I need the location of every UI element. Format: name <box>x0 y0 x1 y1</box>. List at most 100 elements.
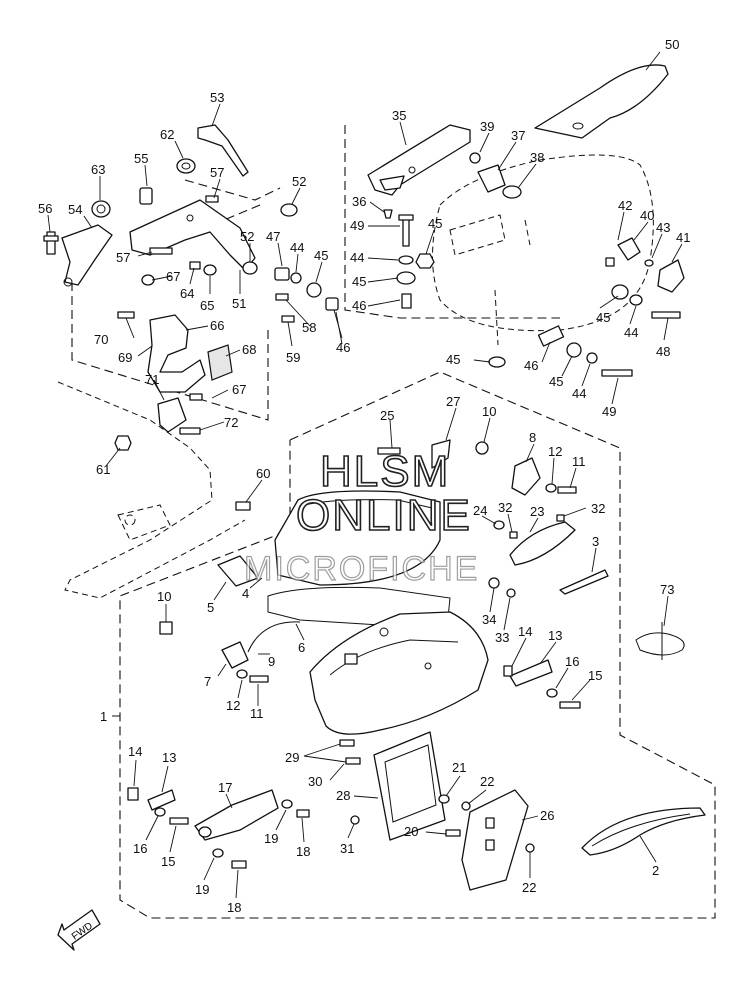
callout-71: 71 <box>145 372 159 387</box>
callout-12-top: 12 <box>548 444 562 459</box>
callout-27: 27 <box>446 394 460 409</box>
callout-45-right: 45 <box>352 274 366 289</box>
plug-52 <box>242 203 298 275</box>
callout-49-low: 49 <box>602 404 616 419</box>
fin-2 <box>581 807 706 856</box>
callout-65: 65 <box>200 298 214 313</box>
callout-3: 3 <box>592 534 599 549</box>
callout-9: 9 <box>268 654 275 669</box>
small-parts-24-32-33-34 <box>488 514 565 598</box>
leader-lines <box>47 51 683 899</box>
callout-64: 64 <box>180 286 194 301</box>
callout-49-top: 49 <box>350 218 364 233</box>
bracket-35 <box>367 124 471 196</box>
callout-11-top: 11 <box>572 454 586 469</box>
callout-4: 4 <box>242 586 249 601</box>
callout-67-low: 67 <box>232 382 246 397</box>
callout-46-mid: 46 <box>352 298 366 313</box>
callout-39: 39 <box>480 119 494 134</box>
bolt-60 <box>235 501 251 511</box>
latch-8 <box>475 441 577 496</box>
bolt-49-top <box>398 214 414 247</box>
callout-5: 5 <box>207 600 214 615</box>
callout-32-left: 32 <box>498 500 512 515</box>
grommet-45-mid <box>396 271 416 285</box>
callout-28: 28 <box>336 788 350 803</box>
callout-50: 50 <box>665 37 679 52</box>
pad-68 <box>207 344 233 381</box>
callout-53: 53 <box>210 90 224 105</box>
callout-72: 72 <box>224 415 238 430</box>
callout-18-bottom: 18 <box>227 900 241 915</box>
callout-8: 8 <box>529 430 536 445</box>
callout-25: 25 <box>380 408 394 423</box>
hull-compartment <box>432 154 654 346</box>
callout-7: 7 <box>204 674 211 689</box>
lever-27-25 <box>377 439 451 469</box>
callout-73: 73 <box>660 582 674 597</box>
spacers-47-46 <box>274 267 339 311</box>
callout-1: 1 <box>100 709 107 724</box>
handle-66 <box>147 314 206 393</box>
callout-57-top: 57 <box>210 165 224 180</box>
callout-70: 70 <box>94 332 108 347</box>
lid-4 <box>274 490 441 586</box>
strip-3 <box>559 569 609 595</box>
callout-34: 34 <box>482 612 496 627</box>
collar-62 <box>176 158 196 174</box>
watermark: HLSM ONLINE MICROFICHE <box>243 446 478 588</box>
callout-35: 35 <box>392 108 406 123</box>
callout-67-top: 67 <box>166 269 180 284</box>
callout-19-bottom: 19 <box>195 882 209 897</box>
callout-45-low2: 45 <box>549 374 563 389</box>
callout-21: 21 <box>452 760 466 775</box>
collar-46-lower <box>537 325 565 347</box>
callout-36: 36 <box>352 194 366 209</box>
callout-41: 41 <box>676 230 690 245</box>
callout-40: 40 <box>640 208 654 223</box>
callout-14-left: 14 <box>128 744 142 759</box>
callout-69: 69 <box>118 350 132 365</box>
callout-30: 30 <box>308 774 322 789</box>
callout-44-low: 44 <box>572 386 586 401</box>
bolt-70 <box>117 311 135 319</box>
latch-13-14 <box>503 659 581 709</box>
callout-42: 42 <box>618 198 632 213</box>
lanyard-73 <box>635 622 685 660</box>
callout-33: 33 <box>495 630 509 645</box>
trim-23 <box>509 521 576 566</box>
callout-38: 38 <box>530 150 544 165</box>
callout-23: 23 <box>530 504 544 519</box>
callout-46-top: 46 <box>336 340 350 355</box>
callout-22-bottom: 22 <box>522 880 536 895</box>
collar-46-top <box>401 293 412 309</box>
callout-45-top: 45 <box>428 216 442 231</box>
callout-62: 62 <box>160 127 174 142</box>
pin-55 <box>139 187 153 205</box>
callout-10-left: 10 <box>157 589 171 604</box>
callout-45-low: 45 <box>446 352 460 367</box>
callout-44-lowright: 44 <box>624 325 638 340</box>
grommet-63 <box>91 200 111 218</box>
callout-13-left: 13 <box>162 750 176 765</box>
callout-31: 31 <box>340 841 354 856</box>
fwd-arrow: FWD <box>57 909 101 951</box>
hinge-7 <box>159 621 301 683</box>
nut-61 <box>114 435 132 451</box>
bracket-54 <box>61 224 113 287</box>
callout-59: 59 <box>286 350 300 365</box>
hinge-17 <box>127 787 310 869</box>
latch-42-40-41 <box>605 237 685 293</box>
callout-46-low: 46 <box>524 358 538 373</box>
callout-56: 56 <box>38 201 52 216</box>
callout-52-top: 52 <box>292 174 306 189</box>
nut-45-top <box>415 253 435 269</box>
callout-48: 48 <box>656 344 670 359</box>
callout-15-right: 15 <box>588 668 602 683</box>
callout-45-mid: 45 <box>314 248 328 263</box>
callout-58: 58 <box>302 320 316 335</box>
callout-63: 63 <box>91 162 105 177</box>
callout-20: 20 <box>404 824 418 839</box>
plate-5 <box>217 555 259 587</box>
